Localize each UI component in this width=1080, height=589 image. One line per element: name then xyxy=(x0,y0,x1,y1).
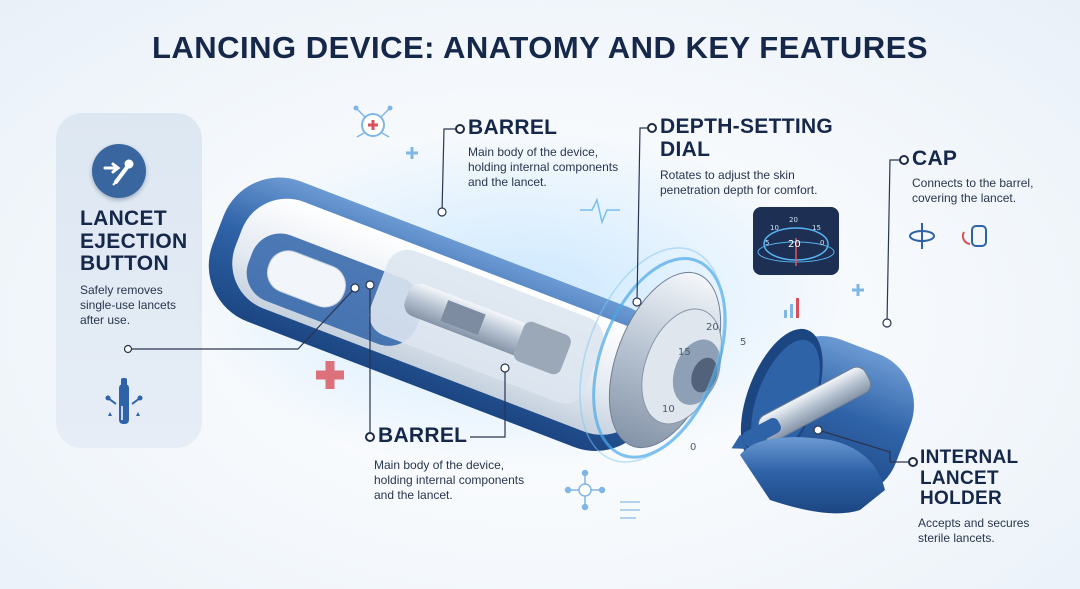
barrel xyxy=(208,177,667,451)
dial-mark-10: 10 xyxy=(662,404,675,415)
holder-heading: INTERNAL LANCET HOLDER xyxy=(920,447,1019,510)
leader-barrel-bottom xyxy=(470,368,506,438)
barrel-top-desc: Main body of the device, holding interna… xyxy=(468,145,619,189)
dial-desc: Rotates to adjust the skin penetration d… xyxy=(660,168,818,197)
svg-text:0: 0 xyxy=(820,239,824,247)
svg-text:20: 20 xyxy=(789,216,798,224)
cap-heading: CAP xyxy=(912,147,958,170)
barrel-top-heading: BARREL xyxy=(468,116,558,139)
dial-mark-0: 0 xyxy=(690,442,696,453)
leader-holder xyxy=(817,429,912,463)
dial-heading: DEPTH-SETTING DIAL xyxy=(660,115,834,161)
ejection-heading: LANCET EJECTION BUTTON xyxy=(80,207,188,276)
barrel-bottom-desc: Main body of the device, holding interna… xyxy=(374,458,525,502)
plus-icon xyxy=(852,284,864,296)
leader-cap xyxy=(886,159,905,324)
dial-mark-5: 5 xyxy=(740,337,746,348)
svg-text:10: 10 xyxy=(770,224,779,232)
rotate-arrow-icon xyxy=(909,223,935,249)
eject-lancet-icon xyxy=(92,144,146,198)
decorative-dashes xyxy=(620,501,640,519)
depth-badge: 20 20 10 15 5 0 xyxy=(753,207,839,275)
leader-ejection xyxy=(128,287,356,350)
leader-dial xyxy=(636,127,650,303)
heartbeat-icon xyxy=(580,197,620,225)
lancet-holder-icon xyxy=(102,376,146,437)
depth-dial xyxy=(579,247,727,463)
medical-cross-icon xyxy=(316,361,344,389)
holder-desc: Accepts and secures sterile lancets. xyxy=(918,516,1030,545)
dial-mark-20: 20 xyxy=(706,322,719,333)
leader-barrel-top xyxy=(441,128,456,213)
lancet-holder xyxy=(731,366,872,449)
depth-badge-value: 20 xyxy=(788,239,801,250)
plus-icon xyxy=(406,147,418,159)
rotate-cylinder-icon xyxy=(961,225,987,247)
cap-desc: Connects to the barrel, covering the lan… xyxy=(912,176,1034,205)
svg-text:5: 5 xyxy=(765,239,769,247)
bar-graph-icon xyxy=(784,298,799,318)
molecule-plus-icon xyxy=(353,105,393,138)
ejection-desc: Safely removes single-use lancets after … xyxy=(80,283,177,327)
page-title: LANCING DEVICE: ANATOMY AND KEY FEATURES xyxy=(151,30,929,65)
dial-mark-15: 15 xyxy=(678,347,691,358)
svg-text:15: 15 xyxy=(812,224,821,232)
barrel-bottom-heading: BARREL xyxy=(378,424,468,447)
network-icon xyxy=(564,469,606,511)
